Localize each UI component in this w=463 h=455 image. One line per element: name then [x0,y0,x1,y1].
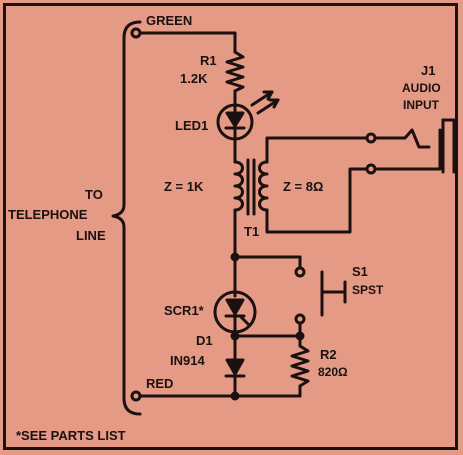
red-label: RED [146,376,174,391]
d1-ref-label: D1 [196,333,213,348]
diagram-border [3,3,458,450]
t1-secondary-coil [258,160,269,212]
t1-primary-coil [233,160,244,212]
r2-ref-label: R2 [320,347,337,362]
telephone-label: TELEPHONE [8,207,88,222]
led1-label: LED1 [175,118,209,133]
t1-label: T1 [244,224,260,239]
r1-resistor [225,50,245,93]
line-label: LINE [76,228,106,243]
green-label: GREEN [146,13,193,28]
d1-diode [225,358,245,376]
j1-audio-label: AUDIO [402,81,441,95]
d1-value-label: IN914 [170,353,205,368]
j1-input-label: INPUT [403,98,439,112]
s1-ref-label: S1 [352,264,368,279]
z-primary-label: Z = 1K [164,179,204,194]
j1-ref-label: J1 [421,63,436,78]
to-label: TO [85,187,103,202]
z-secondary-label: Z = 8Ω [283,179,324,194]
telephone-bracket [111,20,142,416]
s1-top-terminal [294,266,306,278]
led1-diode [225,111,245,128]
scr1-diode [225,298,245,316]
r1-ref-label: R1 [200,53,217,68]
parts-list-footnote: *SEE PARTS LIST [16,428,126,443]
j1-jack [373,128,431,149]
r2-value-label: 820Ω [318,365,348,379]
led1-light-arrow [250,90,274,107]
r2-resistor [290,344,310,388]
r1-value-label: 1.2K [180,71,208,86]
s1-type-label: SPST [352,283,384,297]
scr1-label: SCR1* [164,303,204,318]
